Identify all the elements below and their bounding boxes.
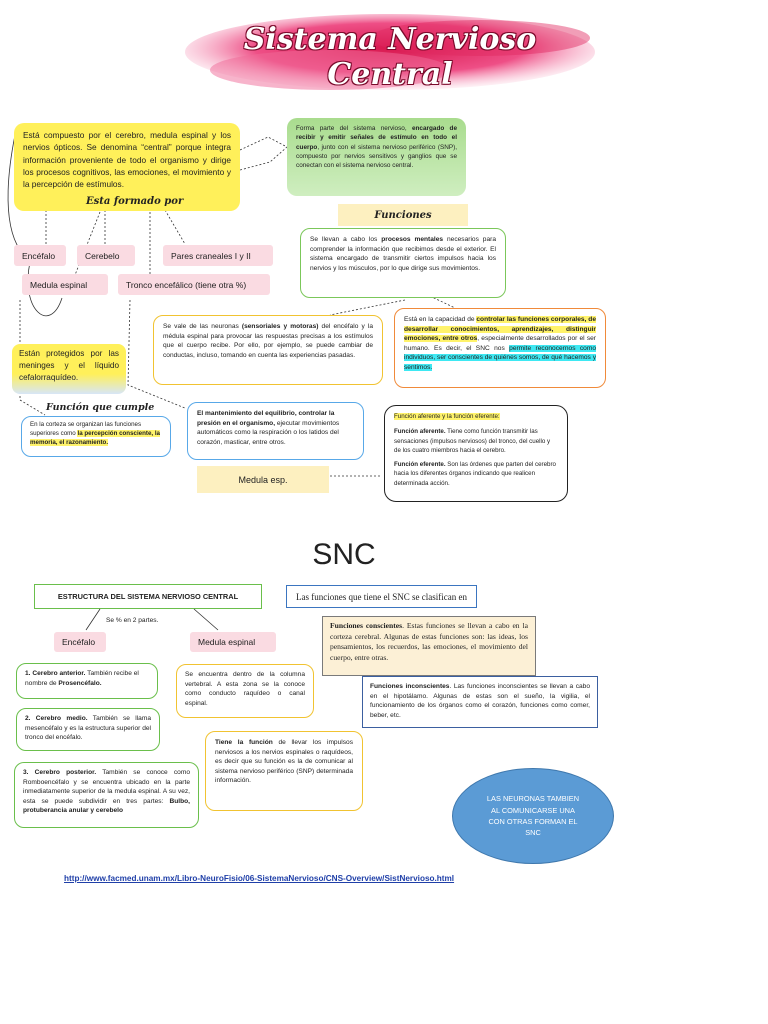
meninges-box: Están protegidos por las meninges y el l… — [12, 344, 126, 394]
funciones-inconscientes-box: Funciones inconscientes. Las funciones i… — [362, 676, 598, 728]
header-brush-stroke — [185, 14, 595, 90]
snc-medula-espinal: Medula espinal — [190, 632, 276, 652]
page-title: Sistema Nervioso Central — [243, 22, 537, 92]
intro-text: Está compuesto por el cerebro, medula es… — [23, 130, 231, 190]
funcion-que-cumple-label: Función que cumple — [46, 402, 155, 413]
snc-heading: SNC — [312, 538, 376, 571]
neuronas-ellipse: LAS NEURONAS TAMBIEN AL COMUNICARSE UNA … — [452, 768, 614, 864]
concept-map-connectors — [7, 134, 456, 477]
medula-esp-label: Medula esp. — [197, 466, 329, 493]
esta-formado-label: Esta formado por — [86, 196, 184, 207]
funciones-conscientes-box: Funciones conscientes. Estas funciones s… — [322, 616, 536, 676]
se-parte-text: Se % en 2 partes. — [106, 617, 159, 624]
neuronas-box: Se vale de las neuronas (sensoriales y m… — [153, 315, 383, 385]
clasifican-box: Las funciones que tiene el SNC se clasif… — [286, 585, 477, 608]
aferente-title: Función aferente y la función eferente: — [394, 413, 500, 420]
part-cerebelo: Cerebelo — [77, 245, 135, 266]
part-medula-espinal: Medula espinal — [22, 274, 108, 295]
part-encefalo: Encéfalo — [14, 245, 66, 266]
cerebro-posterior-box: 3. Cerebro posterior. También se conoce … — [14, 762, 199, 828]
funcion-llevar-box: Tiene la función de llevar los impulsos … — [205, 731, 363, 811]
estructura-connectors — [85, 608, 219, 631]
cerebro-medio-box: 2. Cerebro medio. También se llama mesen… — [16, 708, 160, 751]
intro-box: Está compuesto por el cerebro, medula es… — [14, 123, 240, 211]
aferente-eferente-box: Función aferente y la función eferente: … — [384, 405, 568, 502]
capacidad-box: Está en la capacidad de controlar las fu… — [394, 308, 606, 388]
estructura-box: ESTRUCTURA DEL SISTEMA NERVIOSO CENTRAL — [34, 584, 262, 609]
corteza-box: En la corteza se organizan las funciones… — [21, 416, 171, 457]
reference-link[interactable]: http://www.facmed.unam.mx/Libro-NeuroFis… — [64, 874, 455, 883]
cerebro-anterior-box: 1. Cerebro anterior. También recibe el n… — [16, 663, 158, 699]
snc-encefalo: Encéfalo — [54, 632, 106, 652]
equilibrio-box: El mantenimiento del equilibrio, control… — [187, 402, 364, 460]
funciones-title: Funciones — [338, 204, 468, 226]
part-pares-craneales: Pares craneales I y II — [163, 245, 273, 266]
procesos-mentales-box: Se llevan a cabo los procesos mentales n… — [300, 228, 506, 298]
columna-box: Se encuentra dentro de la columna verteb… — [176, 664, 314, 718]
part-tronco-encefalico: Tronco encefálico (tiene otra %) — [118, 274, 270, 295]
green-definition-box: Forma parte del sistema nervioso, encarg… — [287, 118, 466, 196]
